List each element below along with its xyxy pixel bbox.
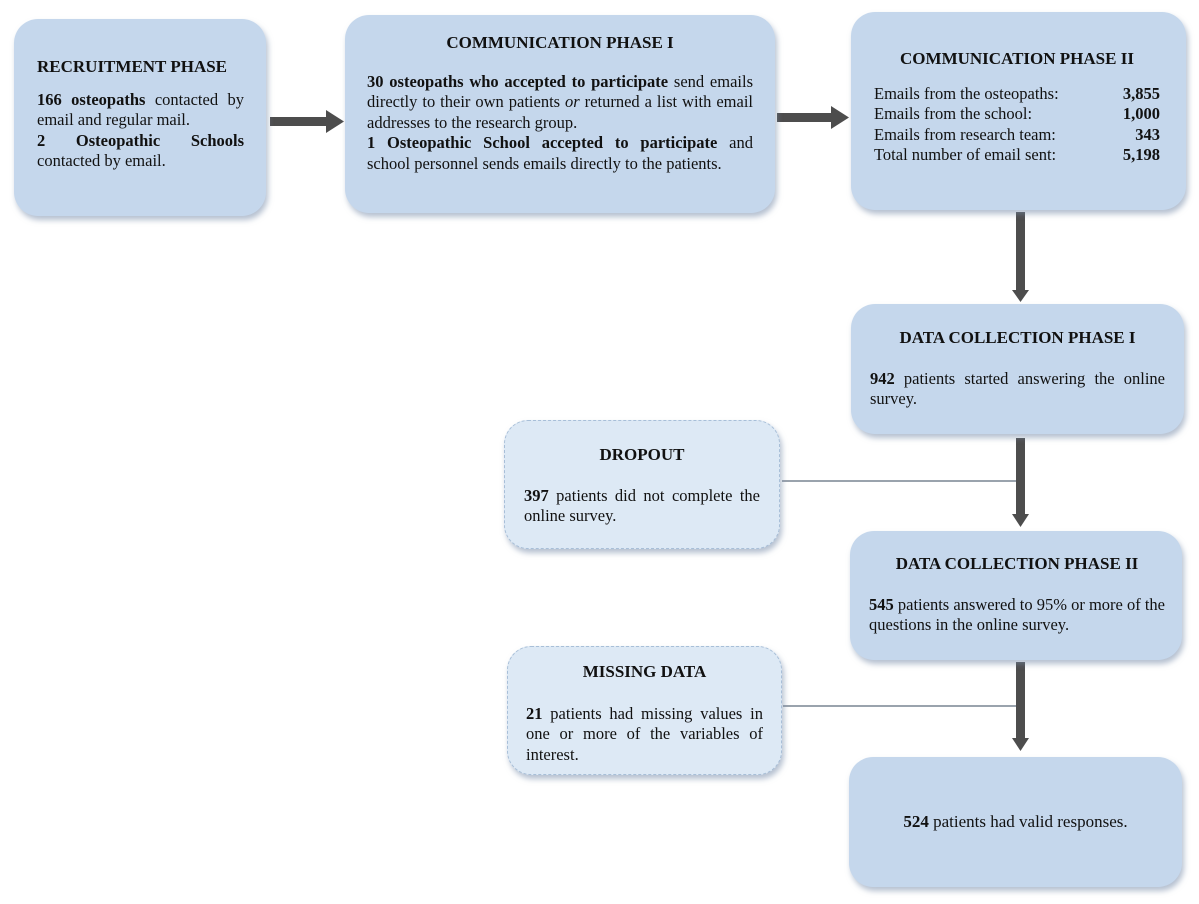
data1-text: 942 patients started answering the onlin… — [870, 369, 1165, 410]
data2-box: DATA COLLECTION PHASE II 545 patients an… — [850, 531, 1182, 660]
recruitment-schools-rest: contacted by email. — [37, 151, 166, 170]
data1-box: DATA COLLECTION PHASE I 942 patients sta… — [851, 304, 1184, 434]
comm2-row-value: 3,855 — [1122, 83, 1160, 103]
comm1-paragraph-1: 30 osteopaths who accepted to participat… — [367, 72, 753, 134]
comm2-row-value: 343 — [1135, 124, 1160, 144]
dropout-rest: patients did not complete the online sur… — [524, 485, 760, 526]
comm2-row: Total number of email sent: 5,198 — [874, 145, 1160, 166]
dropout-count: 397 — [524, 485, 549, 505]
final-rest: patients had valid responses. — [928, 811, 1128, 831]
missing-data-box: MISSING DATA 21 patients had missing val… — [507, 646, 782, 775]
comm2-row-value: 1,000 — [1122, 104, 1160, 123]
missing-rest: patients had missing values in one or mo… — [526, 703, 763, 764]
data2-rest: patients answered to 95% or more of the … — [869, 594, 1166, 635]
comm1-paragraph-2: 1 Osteopathic School accepted to partici… — [367, 133, 753, 174]
recruitment-osteopaths-count: 166 osteopaths — [37, 89, 146, 109]
dropout-title: DROPOUT — [599, 445, 685, 464]
comm1-p2-bold: 1 Osteopathic School accepted to partici… — [367, 133, 718, 152]
recruitment-osteopaths-text: 166 osteopaths contacted by email and re… — [37, 90, 244, 131]
recruitment-osteopaths-rest: contacted by email and regular mail. — [37, 89, 244, 130]
comm2-row-label: Emails from the school: — [874, 104, 1033, 123]
final-count: 524 — [903, 811, 929, 831]
comm1-p1-italic: or — [565, 92, 580, 111]
comm1-p1-b: returned a list with email addresses to … — [367, 92, 754, 132]
arrow-data2-to-final — [1012, 662, 1029, 751]
comm2-row-label: Emails from the osteopaths: — [874, 83, 1059, 103]
data2-count: 545 — [869, 594, 894, 614]
missing-count: 21 — [526, 703, 543, 723]
comm2-row: Emails from the school: 1,000 — [874, 104, 1160, 125]
comm1-p1-bold: 30 osteopaths who accepted to participat… — [367, 71, 669, 91]
comm1-title: COMMUNICATION PHASE I — [446, 33, 674, 52]
final-box: 524 patients had valid responses. — [849, 757, 1182, 887]
dropout-text: 397 patients did not complete the online… — [524, 486, 760, 527]
data1-count: 942 — [870, 368, 895, 388]
comm2-row-label: Total number of email sent: — [874, 145, 1057, 164]
comm2-row-label: Emails from research team: — [874, 124, 1056, 144]
recruitment-box: RECRUITMENT PHASE 166 osteopaths contact… — [14, 19, 266, 216]
missing-text: 21 patients had missing values in one or… — [526, 704, 763, 766]
arrow-recruitment-to-comm1 — [270, 110, 344, 133]
comm2-row: Emails from research team: 343 — [874, 125, 1160, 146]
comm2-title: COMMUNICATION PHASE II — [900, 49, 1134, 68]
data1-title: DATA COLLECTION PHASE I — [899, 328, 1136, 347]
recruitment-schools-count: 2 Osteopathic Schools — [37, 130, 244, 150]
comm1-p2-rest: and school personnel sends emails direct… — [367, 133, 753, 173]
final-text: 524 patients had valid responses. — [903, 812, 1127, 833]
arrow-comm2-to-data1 — [1012, 212, 1029, 302]
data2-text: 545 patients answered to 95% or more of … — [869, 595, 1165, 636]
missing-title: MISSING DATA — [582, 662, 707, 681]
recruitment-title: RECRUITMENT PHASE — [37, 57, 228, 76]
comm2-box: COMMUNICATION PHASE II Emails from the o… — [851, 12, 1186, 210]
comm2-row: Emails from the osteopaths: 3,855 — [874, 84, 1160, 105]
arrow-data1-to-data2 — [1012, 438, 1029, 527]
data2-title: DATA COLLECTION PHASE II — [895, 554, 1139, 573]
comm1-p1-a: send emails directly to their own patien… — [367, 71, 753, 112]
comm1-box: COMMUNICATION PHASE I 30 osteopaths who … — [345, 15, 775, 213]
arrow-comm1-to-comm2 — [777, 106, 849, 129]
recruitment-schools-text: 2 Osteopathic Schools contacted by email… — [37, 131, 244, 172]
dropout-box: DROPOUT 397 patients did not complete th… — [504, 420, 780, 549]
comm2-row-value: 5,198 — [1122, 145, 1160, 164]
data1-rest: patients started answering the online su… — [870, 368, 1165, 409]
